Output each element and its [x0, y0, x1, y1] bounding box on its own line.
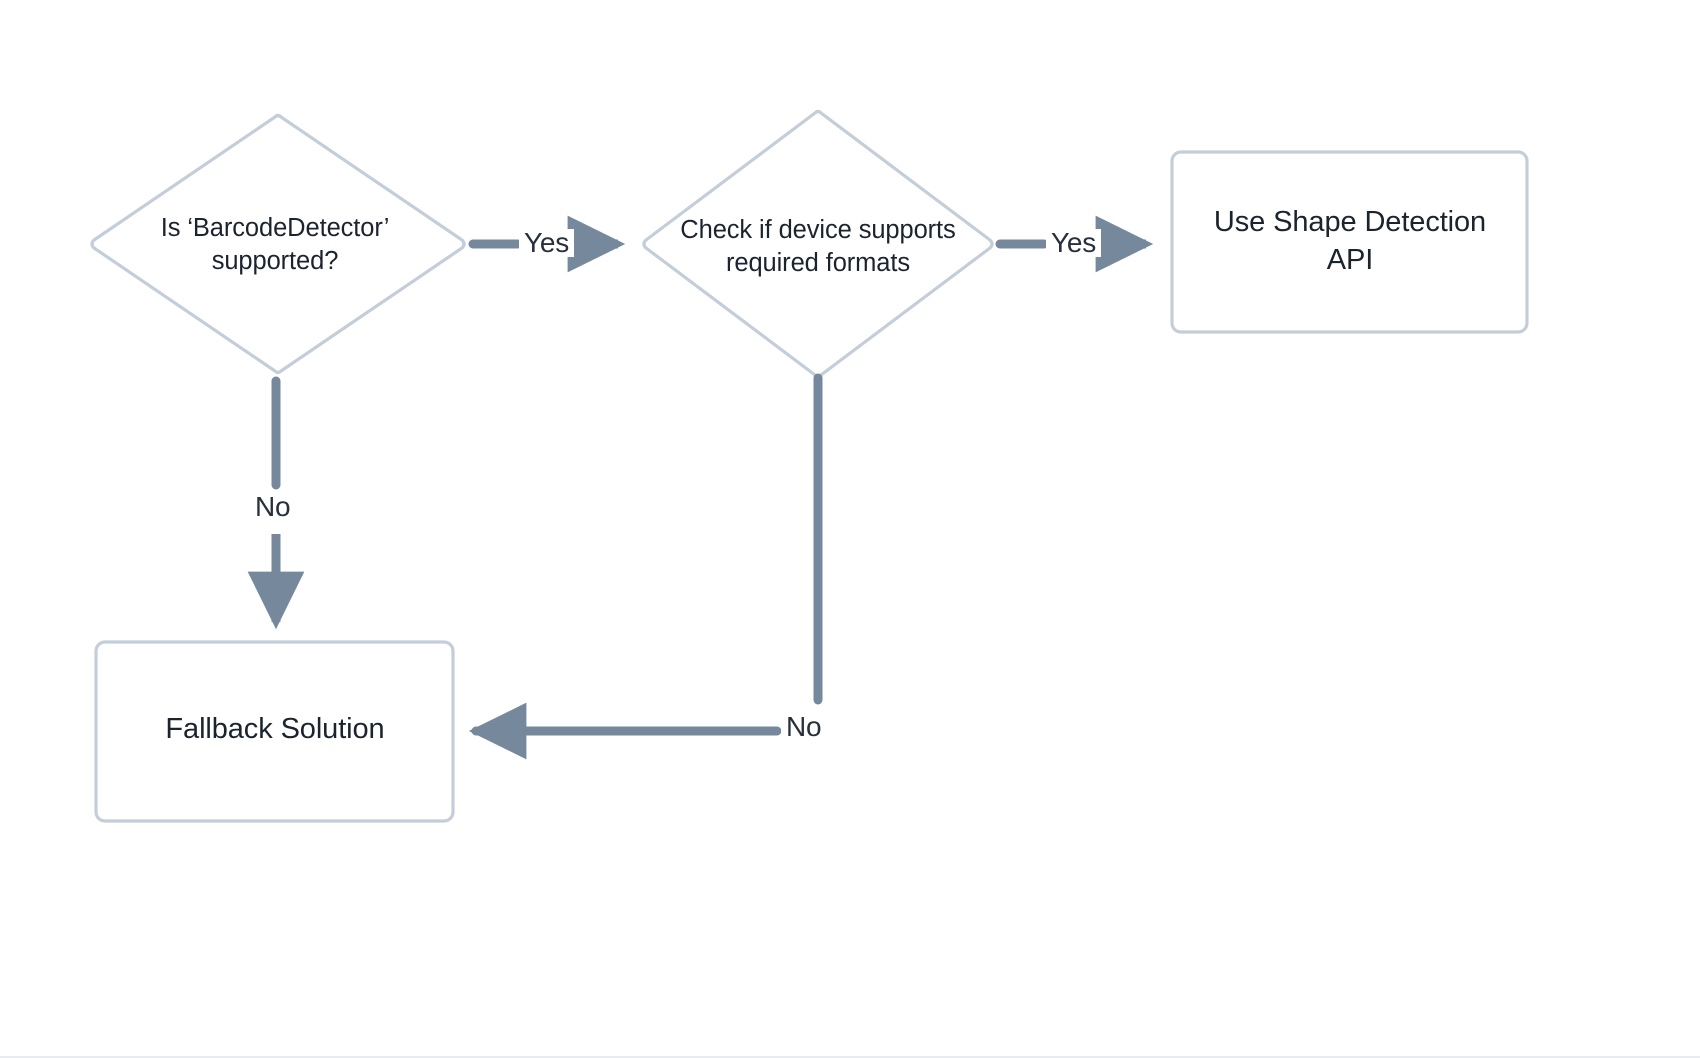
node-shape-use-shape-detection-api[interactable] [1170, 150, 1529, 334]
node-shape-is-barcodedetector-supported[interactable] [90, 113, 466, 375]
edge-label-yes-2: Yes [1046, 229, 1102, 257]
edge-label-no-2: No [781, 713, 827, 741]
node-shape-fallback-solution[interactable] [94, 640, 455, 823]
node-check-device-formats[interactable] [640, 108, 996, 380]
node-is-barcodedetector-supported[interactable] [94, 112, 456, 376]
edge-no-2[interactable] [468, 373, 823, 760]
edge-label-no-1: No [250, 493, 296, 521]
node-use-shape-detection-api[interactable] [1172, 152, 1527, 332]
edge-label-yes-1: Yes [519, 229, 575, 257]
node-fallback-solution[interactable] [96, 642, 453, 821]
